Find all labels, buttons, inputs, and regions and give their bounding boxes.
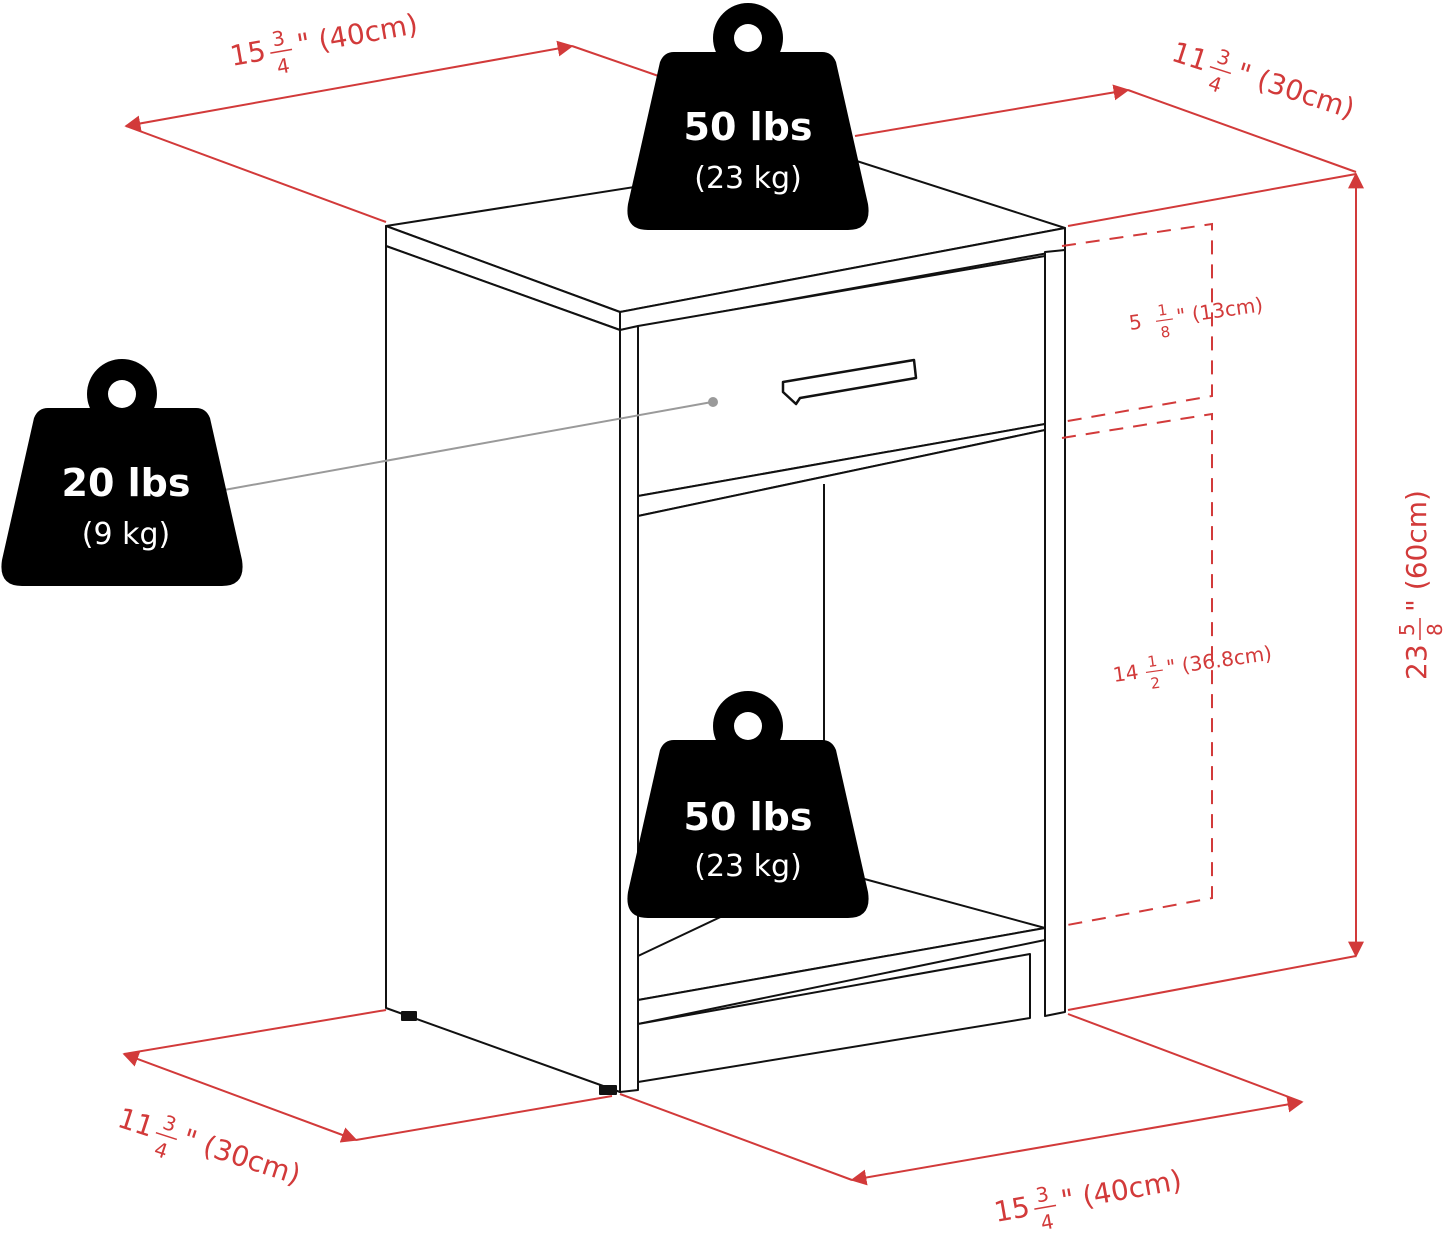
dashed-guides: [1061, 222, 1213, 927]
label-top-width: 15 3 4 " (40cm): [227, 7, 420, 79]
weight-icon-top: 50 lbs (23 kg): [627, 3, 869, 230]
top-width-rest: " (40cm): [294, 7, 420, 61]
drawer-height-den: 8: [1159, 323, 1171, 342]
weight-shelf-kg: (23 kg): [694, 849, 802, 884]
front-right-post: [1044, 249, 1066, 1017]
shelf-height-rest: " (36.8cm): [1165, 641, 1273, 680]
shelf-height-guide: [1061, 412, 1213, 927]
bottom-depth-line: [122, 1051, 358, 1143]
top-depth-num: 3: [1214, 44, 1234, 71]
weight-shelf-lbs: 50 lbs: [684, 795, 813, 839]
weight-top-kg: (23 kg): [694, 161, 802, 196]
top-width-num: 3: [270, 26, 287, 52]
label-top-depth: 11 3 4 " (30cm): [1168, 35, 1359, 125]
drawer-handle: [781, 358, 918, 406]
weight-icon-shelf: 50 lbs (23 kg): [627, 691, 869, 918]
bottom-width-num: 3: [1034, 1182, 1051, 1208]
weight-drawer-lbs: 20 lbs: [62, 461, 191, 505]
foot: [401, 1011, 417, 1021]
top-width-den: 4: [275, 53, 292, 79]
front-left-post: [619, 325, 639, 1093]
top-depth-den: 4: [1205, 71, 1225, 98]
label-height: 23 5 8 " (60cm): [1395, 490, 1445, 680]
weight-top-lbs: 50 lbs: [684, 105, 813, 149]
top-width-line: [124, 40, 574, 132]
shelf-height-den: 2: [1149, 674, 1161, 693]
drawer-height-rest: " (13cm): [1175, 292, 1265, 328]
bottom-depth-whole: 11: [114, 1101, 158, 1143]
side-panel: [385, 245, 621, 1093]
bottom-depth-rest: " (30cm): [179, 1122, 305, 1191]
bottom-width-den: 4: [1039, 1209, 1056, 1235]
weight-drawer-kg: (9 kg): [82, 517, 170, 552]
drawer-height-num: 1: [1156, 301, 1168, 320]
label-bottom-width: 15 3 4 " (40cm): [991, 1163, 1184, 1235]
drawer-leader-dot: [708, 397, 718, 407]
drawer-height-whole: 5: [1127, 309, 1143, 335]
drawer-leader-line: [223, 401, 713, 491]
dimension-lines: [122, 40, 1364, 1186]
shelf-height-whole: 14: [1111, 660, 1140, 687]
bottom-depth-num: 3: [160, 1110, 180, 1137]
height-den: 8: [1423, 623, 1445, 636]
top-depth-line: [854, 84, 1130, 137]
height-num: 5: [1395, 623, 1419, 636]
bottom-depth-den: 4: [151, 1137, 171, 1164]
bottom-shelf-front: [637, 927, 1046, 1025]
bottom-width-whole: 15: [991, 1190, 1032, 1229]
top-width-whole: 15: [227, 34, 268, 73]
top-depth-rest: " (30cm): [1233, 56, 1359, 125]
top-depth-whole: 11: [1168, 35, 1212, 77]
label-drawer-height: 5 1 8 " (13cm): [1127, 292, 1265, 342]
height-whole: 23: [1400, 644, 1433, 680]
drawer-height-guide: [1061, 222, 1213, 423]
label-shelf-height: 14 1 2 " (36.8cm): [1111, 641, 1273, 693]
nightstand-drawing: [385, 154, 1066, 1095]
foot: [599, 1085, 617, 1095]
bottom-width-line: [850, 1096, 1304, 1186]
weight-icon-drawer: 20 lbs (9 kg): [1, 359, 243, 586]
plinth: [637, 953, 1031, 1083]
bottom-width-rest: " (40cm): [1058, 1163, 1184, 1217]
shelf-height-num: 1: [1146, 652, 1158, 671]
label-bottom-depth: 11 3 4 " (30cm): [114, 1101, 305, 1191]
height-rest: " (60cm): [1400, 490, 1433, 612]
